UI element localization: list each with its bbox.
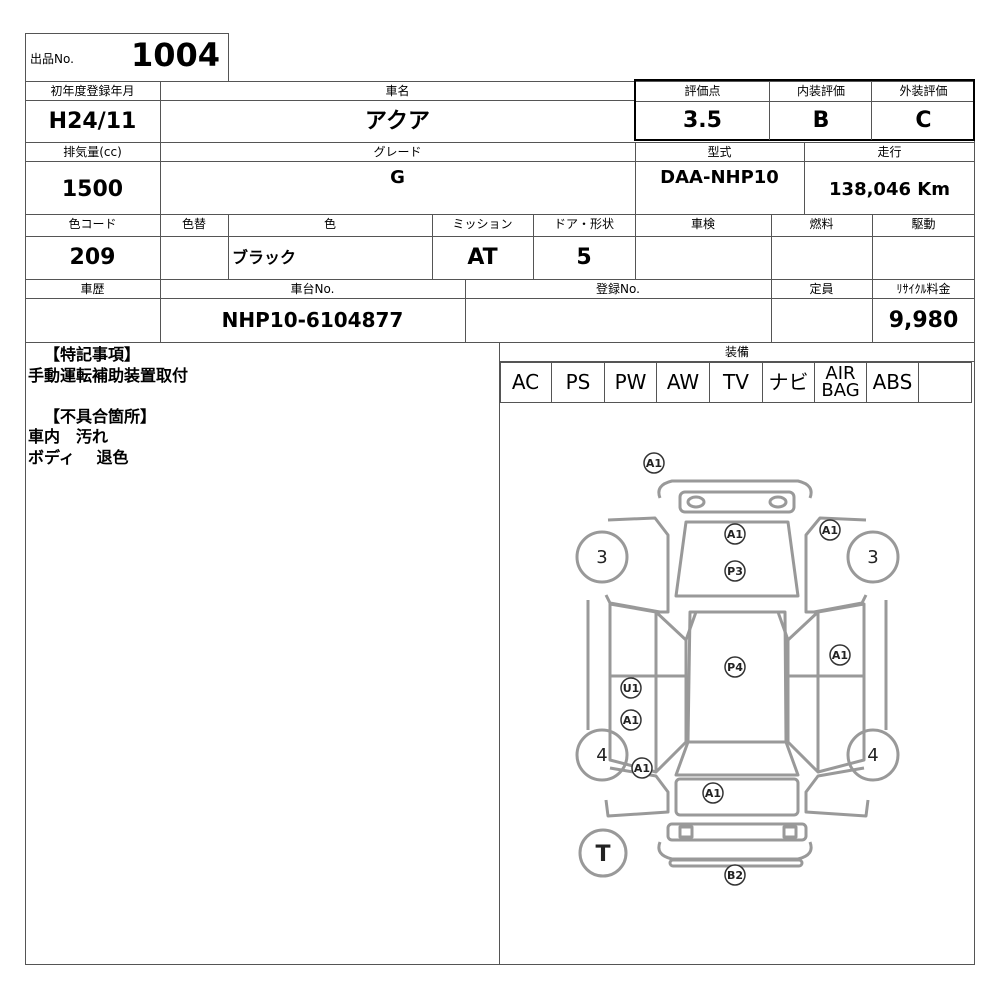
interior-label: 内装評価: [796, 84, 845, 98]
color-value: ブラック: [232, 248, 297, 267]
spare-tire-label: T: [595, 842, 610, 867]
damage-mark: A1: [832, 649, 848, 662]
equipment-airbag-line2: BAG: [821, 380, 860, 401]
drive-label: 駆動: [911, 217, 936, 231]
chassis-value: NHP10-6104877: [221, 308, 404, 332]
tire-front-right-label: 3: [867, 547, 878, 568]
capacity-label: 定員: [809, 282, 834, 296]
listing-box: 出品No. 1004: [25, 33, 229, 82]
defect-line: 車内 汚れ: [28, 427, 109, 446]
grade-value: G: [390, 167, 405, 188]
tire-front-left-label: 3: [596, 547, 607, 568]
car-name-value: アクア: [365, 109, 430, 134]
equipment-abs: ABS: [872, 370, 913, 394]
first-registration-value: H24/11: [48, 109, 137, 134]
score-value: 3.5: [683, 108, 722, 133]
listing-number: 1004: [130, 36, 220, 74]
rear-glass: [674, 740, 800, 777]
model-value: DAA-NHP10: [660, 167, 779, 188]
color-code-label: 色コード: [68, 217, 117, 231]
fuel-label: 燃料: [809, 217, 834, 231]
exterior-label: 外装評価: [899, 84, 948, 98]
score-label: 評価点: [684, 84, 721, 98]
damage-mark: P4: [727, 661, 743, 674]
listing-label: 出品No.: [30, 52, 74, 66]
damage-mark: U1: [623, 682, 640, 695]
doors-value: 5: [576, 245, 592, 270]
equipment-row: [500, 362, 972, 403]
inspection-label: 車検: [690, 217, 715, 231]
tire-rear-left: [575, 728, 629, 782]
damage-mark: A1: [727, 528, 743, 541]
equipment-label: 装備: [724, 345, 749, 359]
tire-rear-right: [846, 728, 900, 782]
equipment-tv: TV: [723, 370, 749, 394]
hood: [674, 520, 800, 598]
color-code-value: 209: [69, 245, 116, 270]
trunk: [674, 777, 800, 817]
special-note-line: 手動運転補助装置取付: [28, 366, 189, 385]
transmission-value: AT: [467, 245, 498, 270]
recycle-label: ﾘｻｲｸﾙ料金: [896, 282, 951, 296]
equipment-ac: AC: [511, 370, 540, 394]
recycle-value: 9,980: [888, 308, 959, 333]
interior-value: B: [812, 108, 830, 133]
rear-right-fender: [804, 766, 870, 818]
equipment-ps: PS: [565, 370, 591, 394]
equipment-aw: AW: [666, 370, 700, 394]
spare-tire: [578, 828, 628, 878]
repaint-label: 色替: [181, 217, 206, 231]
damage-mark: A1: [634, 762, 650, 775]
defects-heading: 【不具合箇所】: [44, 407, 157, 426]
car-name-label: 車名: [385, 84, 410, 98]
damage-mark: B2: [727, 869, 743, 882]
equipment-airbag: AIR BAG: [815, 363, 866, 402]
front-bumper: [657, 479, 813, 499]
registration-label: 登録No.: [596, 282, 640, 296]
displacement-value: 1500: [61, 177, 124, 202]
mileage-label: 走行: [877, 145, 902, 159]
damage-mark: A1: [646, 457, 662, 470]
exterior-value: C: [915, 108, 932, 133]
first-registration-label: 初年度登録年月: [50, 84, 135, 98]
grade-label: グレード: [373, 145, 422, 159]
front-grille: [678, 490, 796, 514]
tire-front-right: [846, 530, 900, 584]
damage-mark: A1: [623, 714, 639, 727]
tire-rear-left-label: 4: [596, 745, 607, 766]
transmission-label: ミッション: [452, 217, 513, 231]
front-left-fender: [604, 516, 670, 614]
sheet-frame: [25, 81, 975, 965]
right-side: [786, 602, 866, 774]
defect-line: ボディ 退色: [28, 448, 129, 467]
damage-mark: A1: [822, 524, 838, 537]
damage-mark: P3: [727, 565, 743, 578]
equipment-airbag-line1: AIR: [825, 363, 856, 384]
tire-front-left: [575, 530, 629, 584]
chassis-label: 車台No.: [290, 282, 335, 296]
rear-bumper: [666, 822, 808, 842]
history-label: 車歴: [80, 282, 105, 296]
equipment-pw: PW: [614, 370, 647, 394]
damage-mark: A1: [705, 787, 721, 800]
color-label: 色: [323, 217, 336, 231]
special-notes-heading: 【特記事項】: [44, 345, 141, 364]
equipment-navi: ナビ: [768, 370, 809, 394]
doors-label: ドア・形状: [553, 217, 614, 231]
tire-rear-right-label: 4: [867, 745, 878, 766]
displacement-label: 排気量(cc): [63, 145, 122, 159]
model-label: 型式: [707, 145, 732, 159]
mileage-value: 138,046 Km: [829, 179, 950, 200]
score-box: [634, 79, 975, 141]
